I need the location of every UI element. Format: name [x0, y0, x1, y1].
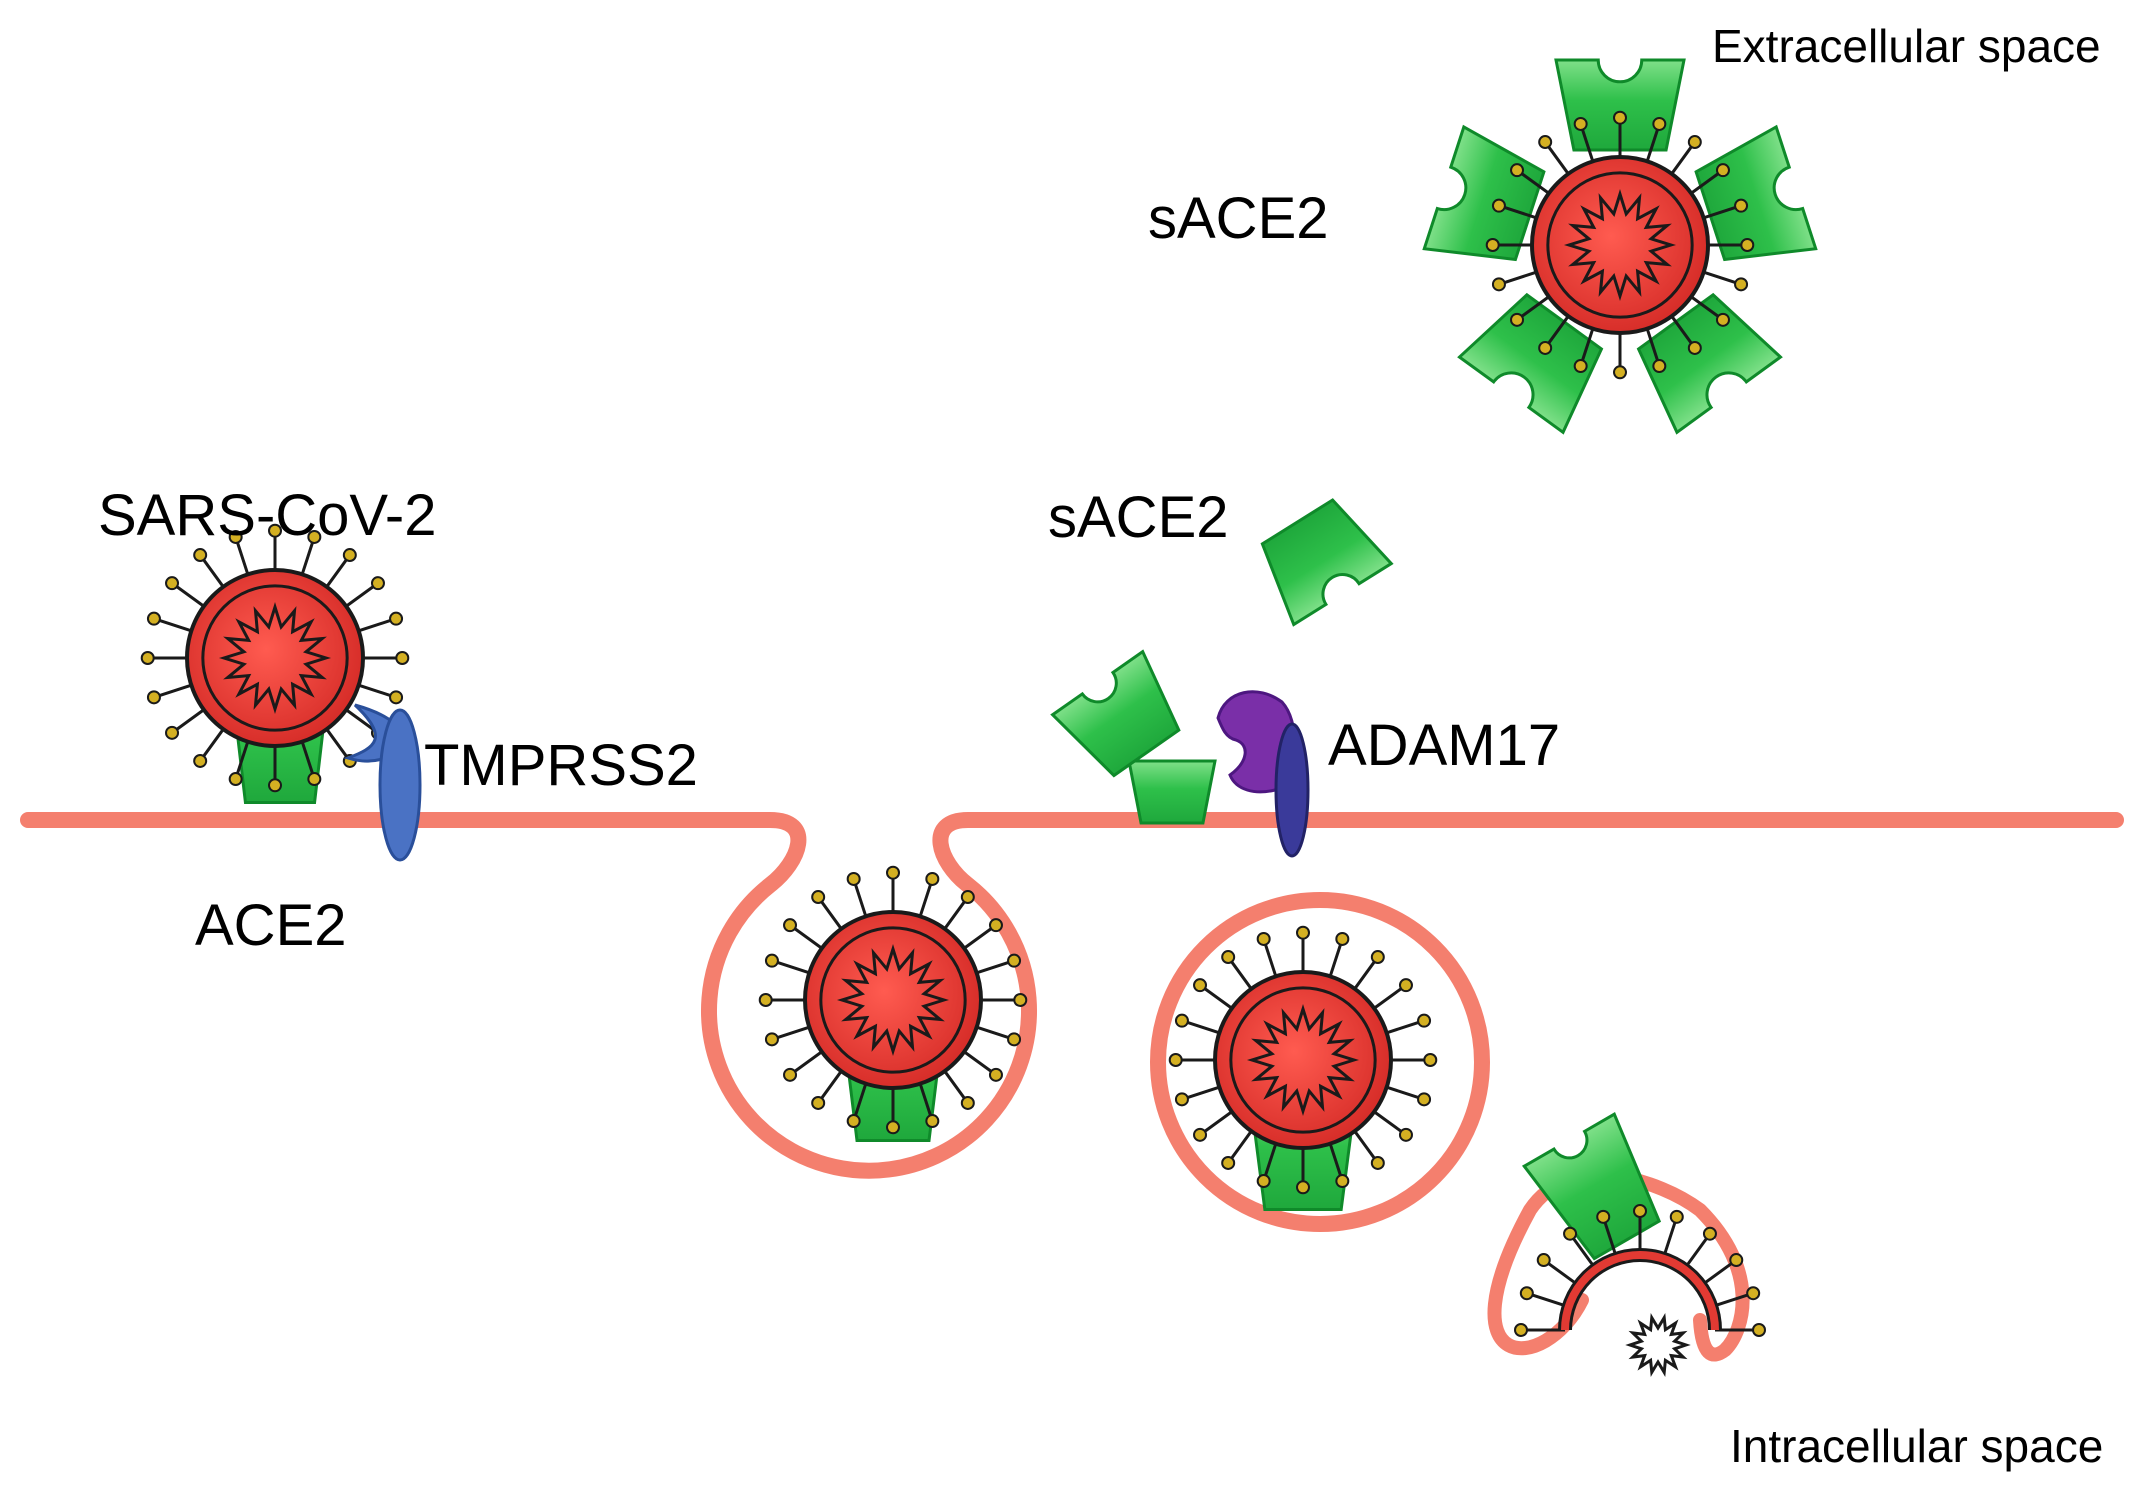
intracellular-space-label: Intracellular space: [1730, 1420, 2103, 1472]
extracellular-space-label: Extracellular space: [1712, 20, 2101, 72]
virus-invagination: [758, 865, 1028, 1135]
endosome: [1150, 892, 1490, 1232]
sace2-complex-label: sACE2: [1148, 186, 1329, 251]
sace2-free-label: sACE2: [1048, 485, 1229, 550]
ace2-receptor-small-endosome: [1521, 1112, 1662, 1261]
plasma-membrane: [20, 812, 2124, 1179]
virus-pentamer: [1485, 110, 1755, 380]
sace2-pentamer: [1422, 58, 1818, 435]
adam17-label: ADAM17: [1328, 713, 1560, 778]
sars-cov-2-label: SARS-CoV-2: [98, 483, 436, 548]
virus-uncoating: [1514, 1204, 1766, 1337]
sace2-shed-fragment: [1050, 649, 1181, 778]
truncated-ace2-receptor: [1127, 759, 1217, 825]
tmprss2-label: TMPRSS2: [424, 733, 698, 798]
ace2-label: ACE2: [195, 893, 347, 958]
sace2-free-fragment: [1260, 498, 1394, 627]
virus-endosome: [1168, 925, 1438, 1195]
adam17-protease: [1216, 690, 1310, 858]
tmprss2-protease: [343, 703, 422, 862]
viral-rna: [1625, 1313, 1691, 1377]
